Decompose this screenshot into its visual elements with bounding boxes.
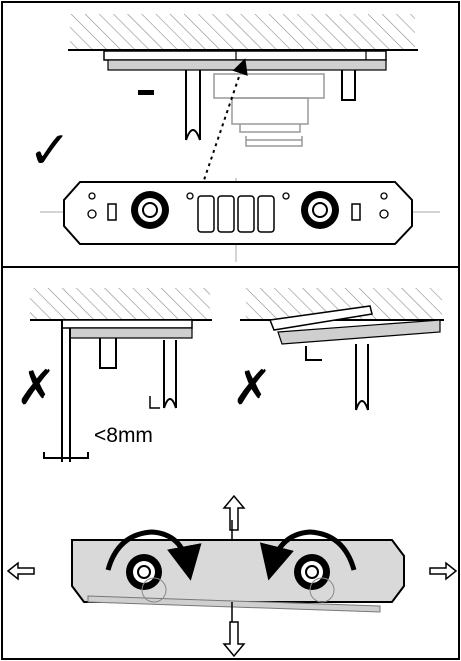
grey-panel bbox=[107, 59, 387, 71]
dotted-arrow bbox=[201, 58, 248, 187]
right-bracket bbox=[341, 70, 356, 101]
grey-panel-left bbox=[69, 327, 193, 339]
correct-installation-panel: ✓ bbox=[28, 14, 440, 262]
rotate-arrow-right-icon bbox=[259, 529, 357, 581]
mounting-plate bbox=[103, 50, 387, 61]
knob-left bbox=[131, 191, 169, 229]
arrow-right-icon bbox=[429, 561, 458, 581]
tilted-plate bbox=[268, 305, 373, 331]
check-mark-icon: ✓ bbox=[28, 121, 72, 181]
arrow-up-icon bbox=[222, 494, 246, 531]
knob-right bbox=[301, 191, 339, 229]
plate-left bbox=[61, 319, 193, 329]
dash-mark bbox=[138, 90, 154, 95]
arrow-down-icon bbox=[222, 621, 246, 658]
adjust-knob-left bbox=[126, 554, 167, 603]
rotate-arrow-left-icon bbox=[105, 529, 202, 581]
wrong-installation-panel: ✗ <8mm ✗ bbox=[6, 288, 458, 658]
tilted-grey-panel bbox=[277, 319, 441, 345]
bracket-right-wrong bbox=[355, 344, 369, 411]
gap-measure bbox=[43, 452, 89, 459]
x-mark-icon: ✗ bbox=[16, 360, 56, 416]
adjust-bracket bbox=[71, 539, 405, 603]
ceiling-hatch-left bbox=[30, 288, 210, 320]
bracket-holes bbox=[87, 192, 389, 219]
gap-limit-label: <8mm bbox=[94, 424, 153, 447]
adjust-knob-right bbox=[294, 554, 335, 603]
x-mark-icon-2: ✗ bbox=[232, 360, 272, 416]
bracket-slots bbox=[107, 195, 361, 233]
ceiling-hatch bbox=[70, 14, 415, 50]
arrow-left-icon bbox=[6, 561, 35, 581]
ghost-fixture bbox=[213, 73, 325, 147]
bracket-left-wrong bbox=[163, 340, 177, 409]
left-bracket bbox=[185, 70, 201, 141]
